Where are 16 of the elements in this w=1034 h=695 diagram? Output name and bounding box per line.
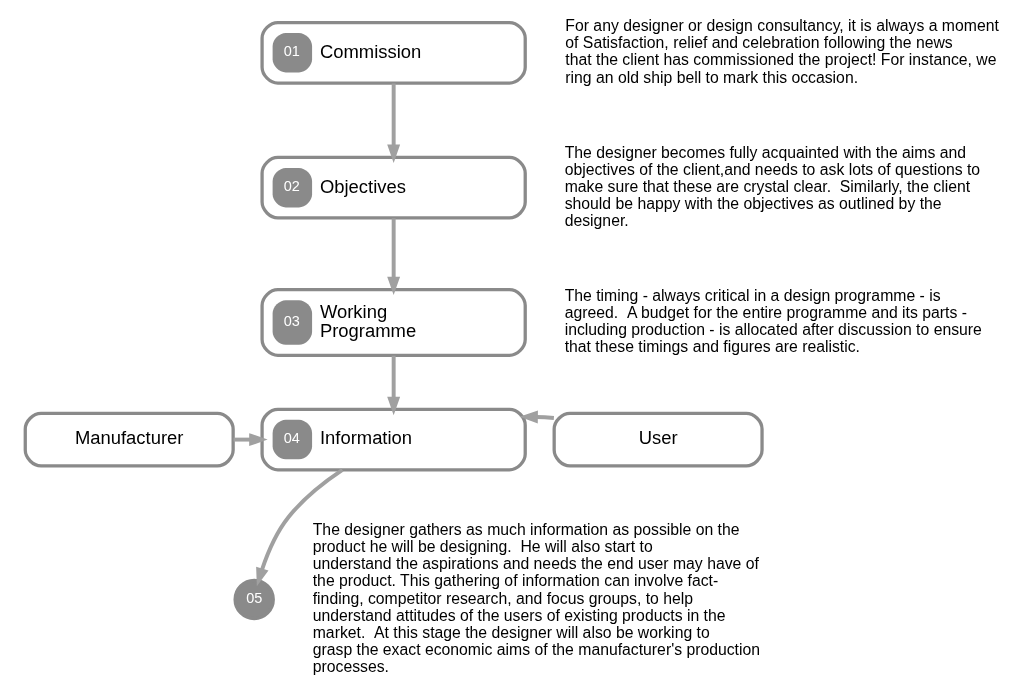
node-box: Manufacturer xyxy=(23,411,235,468)
node-box: 01 Commission xyxy=(260,20,527,85)
node-box: 04 Information xyxy=(260,407,527,472)
arrow xyxy=(387,83,401,164)
arrow xyxy=(519,410,554,424)
arrow xyxy=(256,468,344,587)
node-box: 02 Objectives xyxy=(260,155,527,220)
arrow xyxy=(387,355,401,416)
node-box: User xyxy=(552,411,764,468)
node-label: The designer gathers as much information as possible on the product he will be designing. He will also start to understand the aspirations and needs the end user may have of the product. This gathering of information can involve fact-finding, competitor research, and focus groups, to help understand attitudes of the users of existing products in the market. At this stage the designer will also be working to grasp the exact economic aims of the manufacturer's production processes. xyxy=(312,521,761,675)
arrow xyxy=(387,218,401,296)
node-label: The designer becomes fully acquainted with the aims and objectives of the client,and needs to ask lots of questions to make sure that these are crystal clear. Similarly, the client should be happy with the objectives as outlined by the designer. xyxy=(564,143,981,229)
node-box: 03 Working Programme xyxy=(260,287,527,358)
node-circle: 05 xyxy=(233,578,275,621)
node-label: For any designer or design consultancy, it is always a moment of Satisfaction, relief and celebration following the news that the client has commissioned the project! For instance, we ring an old ship bell to mark this occasion. xyxy=(565,17,999,86)
node-label: The timing - always critical in a design programme - is agreed. A budget for the entire programme and its parts - including production - is allocated after discussion to ensure that these timings and figures are realistic. xyxy=(564,286,982,356)
